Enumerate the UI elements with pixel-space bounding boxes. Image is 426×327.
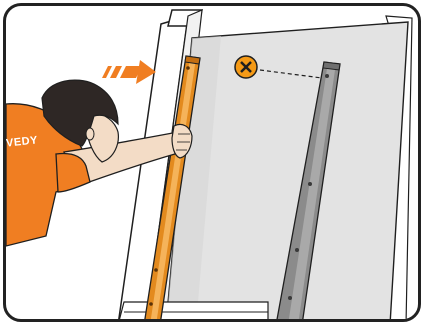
push-right-arrow-icon [102, 60, 156, 84]
x-circle-icon [235, 56, 257, 78]
illustration-frame: VEDY [3, 3, 421, 322]
assembly-scene [6, 6, 421, 322]
